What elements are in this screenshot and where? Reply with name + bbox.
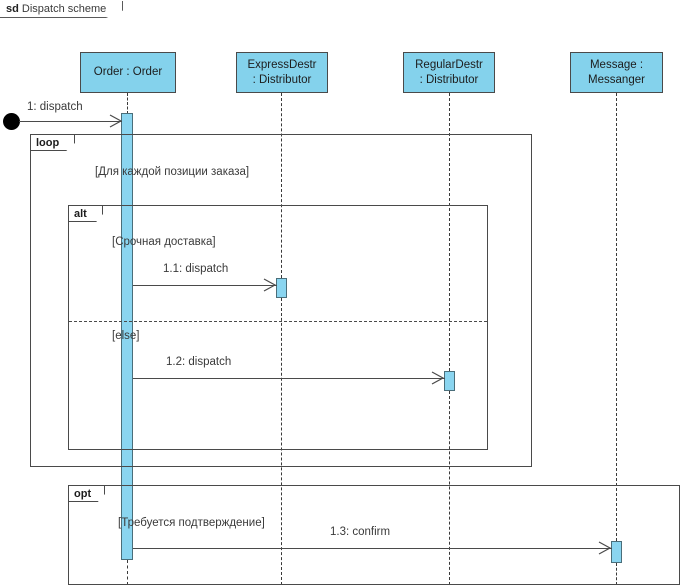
lifeline-line-regular-lower	[449, 391, 450, 585]
message-1-2-arrowhead-icon	[430, 371, 444, 385]
lifeline-head-regular-destr[interactable]: RegularDestr : Distributor	[403, 52, 495, 93]
fragment-opt-guard: [Требуется подтверждение]	[118, 517, 265, 529]
fragment-opt-operator: opt	[69, 486, 105, 502]
lifeline-line-express-lower	[281, 298, 282, 585]
lifeline-regular-name-line1: RegularDestr	[415, 58, 483, 71]
message-1-1-arrowhead-icon	[262, 278, 276, 292]
lifeline-head-order[interactable]: Order : Order	[80, 52, 176, 93]
fragment-alt-operand-divider	[69, 321, 487, 322]
found-message-start-dot	[3, 113, 20, 130]
diagram-kind-keyword: sd	[6, 3, 19, 15]
fragment-alt-guard-2: [else]	[112, 330, 140, 342]
lifeline-express-name-line2: : Distributor	[252, 73, 312, 86]
message-1-3-arrowhead-icon	[597, 541, 611, 555]
message-1-arrowhead-icon	[108, 114, 122, 128]
activation-bar-order[interactable]	[121, 113, 133, 560]
fragment-alt-guard-1: [Срочная доставка]	[112, 236, 216, 248]
lifeline-head-messenger[interactable]: Message : Messanger	[570, 52, 663, 93]
message-1-1-label: 1.1: dispatch	[163, 263, 229, 275]
lifeline-line-order-top	[127, 93, 128, 114]
fragment-alt-operator: alt	[69, 206, 103, 222]
fragment-loop-operator: loop	[31, 135, 75, 151]
diagram-title: Dispatch scheme	[21, 3, 107, 15]
fragment-loop-guard: [Для каждой позиции заказа]	[95, 166, 250, 178]
message-1-2-line[interactable]	[133, 378, 445, 379]
lifeline-messenger-name-line2: Messanger	[588, 73, 645, 86]
lifeline-regular-name-line2: : Distributor	[419, 73, 479, 86]
fragment-loop[interactable]: loop	[30, 134, 532, 467]
lifeline-line-messenger-upper	[616, 93, 617, 541]
lifeline-express-name-line1: ExpressDestr	[247, 58, 317, 71]
message-1-1-line[interactable]	[133, 285, 277, 286]
message-1-label: 1: dispatch	[27, 101, 83, 113]
activation-bar-regular[interactable]	[444, 371, 455, 391]
message-1-2-label: 1.2: dispatch	[166, 356, 232, 368]
lifeline-messenger-name-line1: Message :	[589, 58, 644, 71]
lifeline-line-messenger-lower	[616, 563, 617, 585]
diagram-frame-tab: sd Dispatch scheme	[0, 1, 124, 18]
activation-bar-express[interactable]	[276, 278, 287, 298]
lifeline-line-express-upper	[281, 93, 282, 278]
message-1-line[interactable]	[19, 121, 122, 122]
lifeline-line-regular-upper	[449, 93, 450, 371]
activation-bar-messenger[interactable]	[611, 541, 622, 563]
lifeline-order-name-line1: Order : Order	[93, 66, 163, 78]
lifeline-head-express-destr[interactable]: ExpressDestr : Distributor	[236, 52, 328, 93]
lifeline-line-order-bottom	[127, 560, 128, 585]
message-1-3-line[interactable]	[133, 548, 612, 549]
message-1-3-label: 1.3: confirm	[330, 526, 391, 538]
fragment-alt[interactable]: alt	[68, 205, 488, 450]
